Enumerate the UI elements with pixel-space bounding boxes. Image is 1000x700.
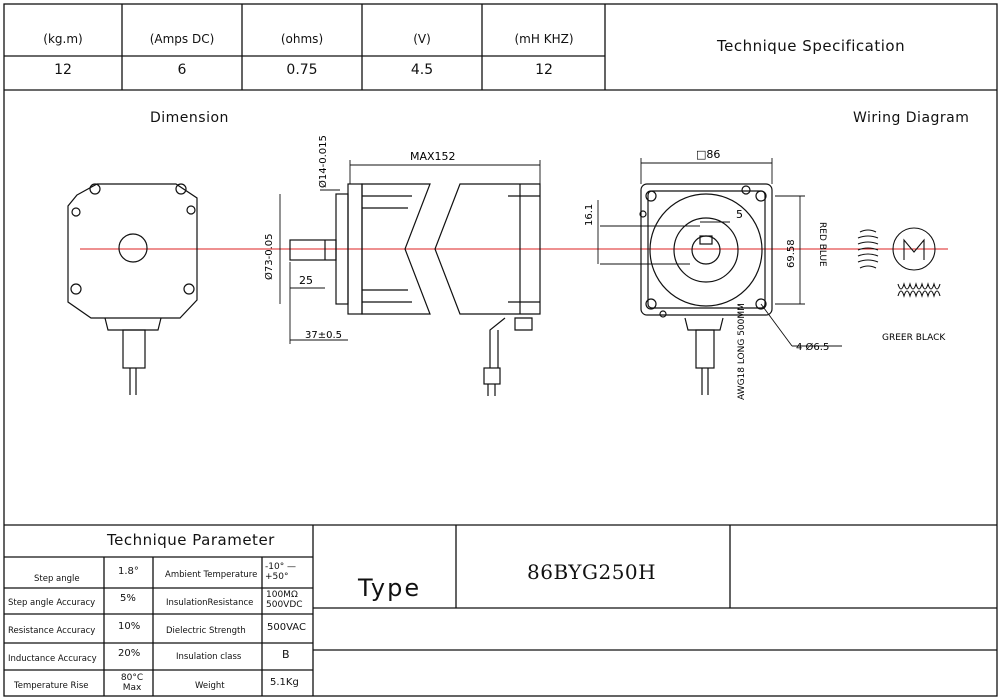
spec-value-torque: 12 (54, 62, 72, 78)
wire-colors-coil2: GREER BLACK (882, 333, 946, 343)
dim-key-width: 5 (736, 208, 743, 221)
dim-key-depth: 16.1 (584, 204, 595, 226)
param-label-dielectric-strength: Dielectric Strength (166, 626, 246, 636)
wire-colors-coil1: RED BLUE (817, 222, 827, 267)
param-label-step-accuracy: Step angle Accuracy (8, 598, 96, 608)
param-label-temperature-rise: Temperature Rise (14, 681, 89, 691)
spec-value-inductance: 12 (535, 62, 553, 78)
param-value-temperature-rise: 80°C Max (120, 673, 144, 693)
spec-header-resistance: (ohms) (280, 32, 324, 46)
param-value-step-accuracy: 5% (120, 593, 136, 604)
param-title: Technique Parameter (107, 531, 275, 549)
param-label-ambient-temp: Ambient Temperature (165, 570, 258, 580)
spec-title: Technique Specification (717, 37, 906, 55)
dim-cable: AWG18 LONG 500MM (737, 303, 747, 400)
dim-hole-dia: 4 Ø6.5 (796, 341, 829, 353)
type-label: Type (358, 574, 422, 602)
param-label-insulation-class: Insulation class (176, 652, 242, 662)
param-value-weight: 5.1Kg (270, 677, 299, 688)
dim-shaft-dia: Ø14-0.015 (317, 135, 329, 188)
motor-symbol-icon (892, 227, 936, 271)
dim-hole-spacing: 69.58 (786, 239, 797, 268)
param-value-step-angle: 1.8° (118, 566, 139, 577)
wiring-diagram (857, 227, 941, 298)
param-label-weight: Weight (195, 681, 225, 691)
spec-value-voltage: 4.5 (410, 62, 434, 78)
param-label-step-angle: Step angle (34, 574, 80, 584)
dim-pilot-len: 37±0.5 (305, 330, 342, 341)
dim-shaft-len: 25 (299, 274, 313, 287)
front-view (67, 183, 198, 395)
dim-flange-dia: Ø73-0.05 (263, 234, 275, 280)
param-label-resistance-accuracy: Resistance Accuracy (8, 626, 96, 636)
end-dimensions (597, 158, 842, 347)
param-value-inductance-accuracy: 20% (118, 648, 141, 659)
side-dimensions (279, 160, 541, 344)
spec-header-current: (Amps DC) (149, 32, 215, 46)
param-value-dielectric-strength: 500VAC (267, 622, 306, 633)
wiring-title: Wiring Diagram (853, 110, 970, 126)
param-label-insulation-resistance: InsulationResistance (166, 598, 254, 608)
param-label-inductance-accuracy: Inductance Accuracy (8, 654, 97, 664)
end-view (639, 183, 773, 395)
side-view (289, 183, 541, 396)
spec-value-current: 6 (177, 62, 187, 78)
dim-max-length: MAX152 (410, 150, 456, 163)
dim-square: □86 (696, 148, 720, 161)
spec-value-resistance: 0.75 (286, 62, 318, 78)
param-value-insulation-resistance: 100MΩ 500VDC (266, 590, 303, 610)
param-value-resistance-accuracy: 10% (118, 621, 141, 632)
spec-header-torque: (kg.m) (43, 32, 83, 46)
dimension-title: Dimension (150, 110, 229, 126)
spec-header-inductance: (mH KHZ) (514, 32, 574, 46)
spec-header-voltage: (V) (413, 32, 431, 46)
param-value-insulation-class: B (282, 648, 290, 661)
param-value-ambient-temp: -10° — +50° (265, 562, 297, 582)
model-number: 86BYG250H (527, 560, 657, 584)
